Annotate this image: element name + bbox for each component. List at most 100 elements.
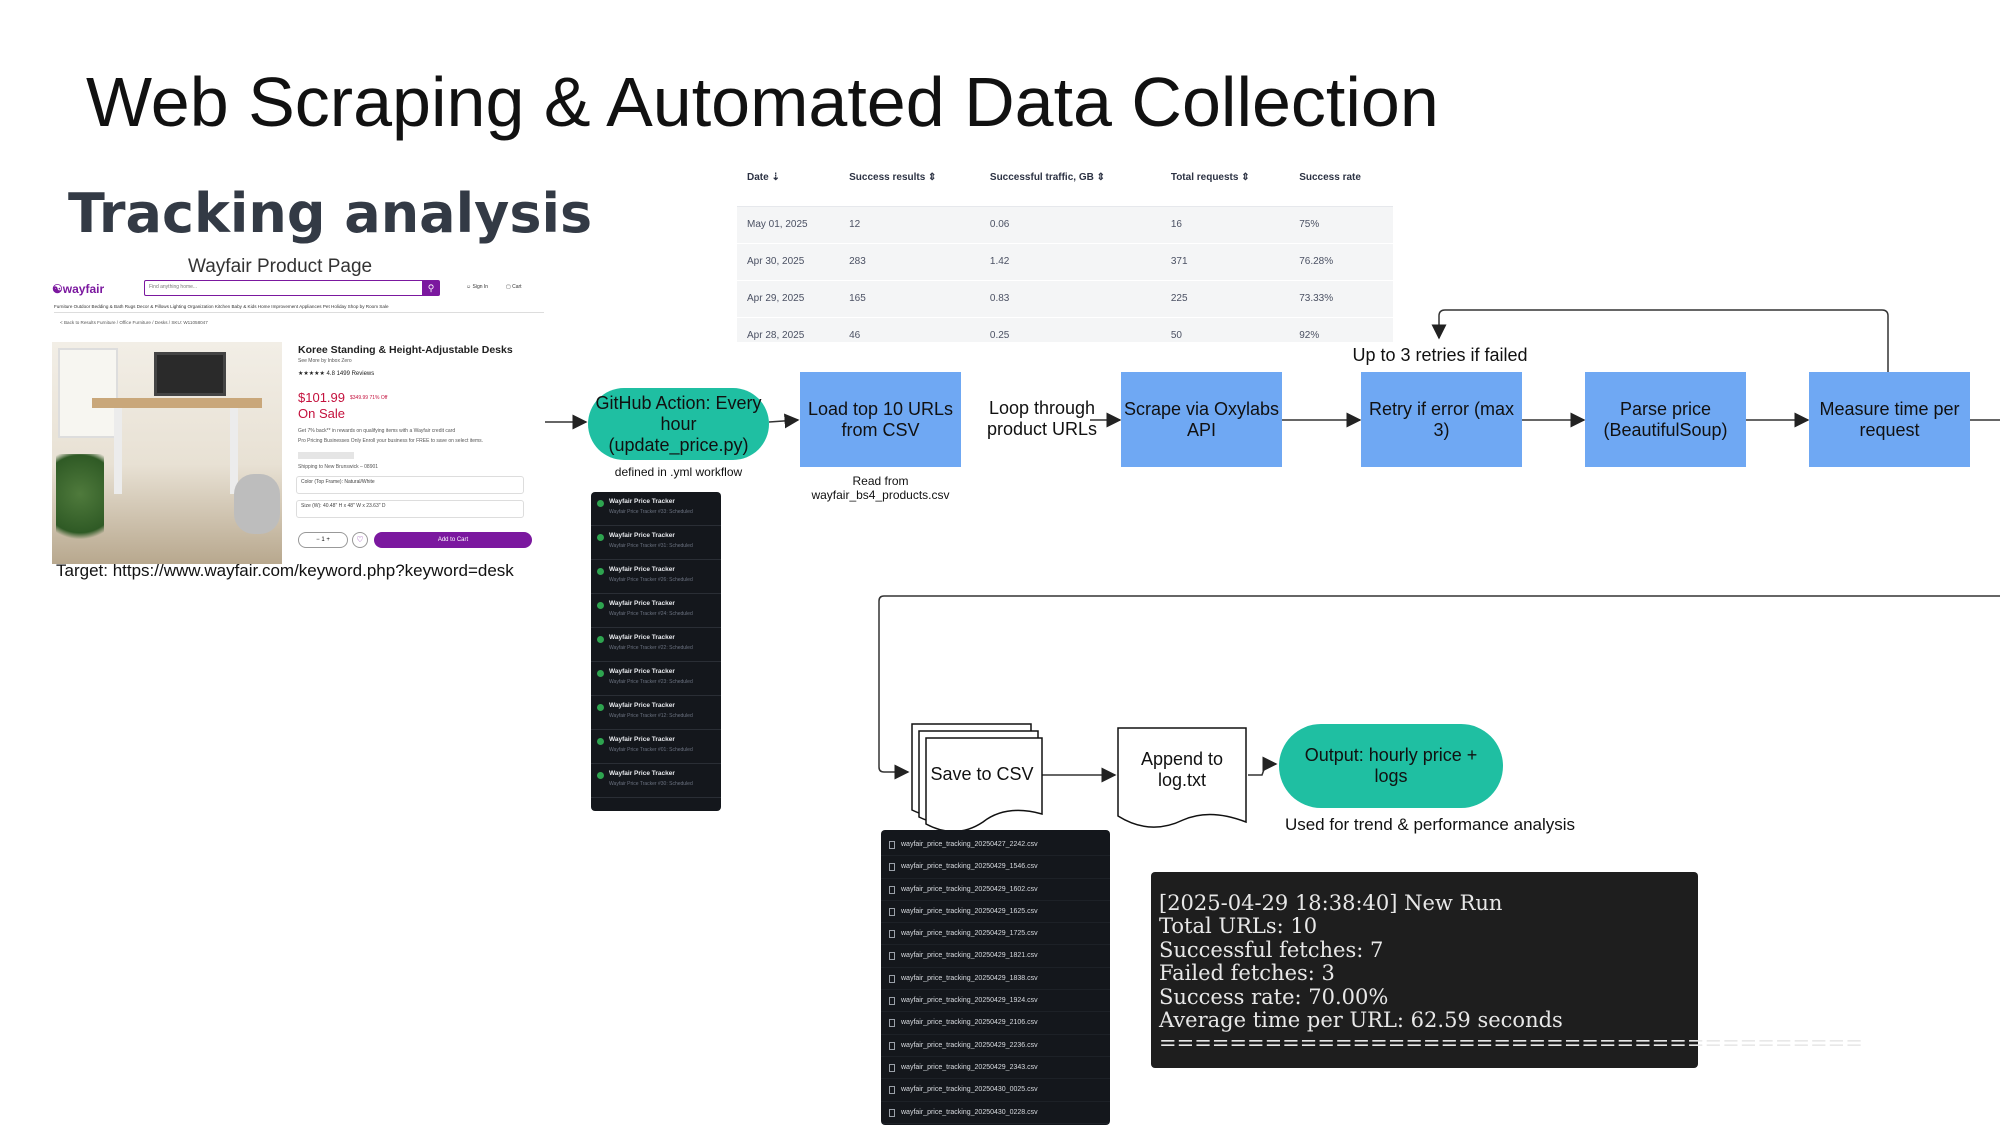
check-icon xyxy=(597,772,604,779)
old-price: $349.99 71% Off xyxy=(350,395,388,401)
wayfair-logo: ☯wayfair xyxy=(52,282,105,296)
check-icon xyxy=(597,636,604,643)
file-item[interactable]: wayfair_price_tracking_20250429_2236.csv xyxy=(881,1035,1110,1057)
rating[interactable]: ★★★★★ 4.8 1499 Reviews xyxy=(298,371,375,377)
column-header-total-requests[interactable]: Total requests ⇕ xyxy=(1160,150,1290,207)
file-name: wayfair_price_tracking_20250429_1821.csv xyxy=(901,952,1038,960)
table-cell: 165 xyxy=(839,280,980,318)
file-item[interactable]: wayfair_price_tracking_20250429_1602.csv xyxy=(881,879,1110,901)
github-action-note: defined in .yml workflow xyxy=(614,465,743,479)
photo-plant xyxy=(56,454,104,554)
photo-desk xyxy=(92,398,262,408)
quantity-stepper[interactable]: − 1 + xyxy=(298,532,348,548)
file-item[interactable]: wayfair_price_tracking_20250429_1546.csv xyxy=(881,856,1110,879)
file-item[interactable]: wayfair_price_tracking_20250430_0025.csv xyxy=(881,1079,1110,1102)
file-item[interactable]: wayfair_price_tracking_20250429_1625.csv xyxy=(881,901,1110,924)
file-icon xyxy=(889,907,895,916)
category-nav[interactable]: Furniture Outdoor Bedding & Bath Rugs De… xyxy=(54,304,544,313)
file-icon xyxy=(889,841,895,849)
table-cell: 1.42 xyxy=(979,243,1161,281)
add-to-cart-button[interactable]: Add to Cart xyxy=(374,532,532,548)
retry-node: Retry if error (max 3) xyxy=(1361,372,1522,467)
file-item[interactable]: wayfair_price_tracking_20250430_0228.csv xyxy=(881,1102,1110,1124)
run-title: Wayfair Price Tracker xyxy=(609,498,675,505)
file-name: wayfair_price_tracking_20250427_2242.csv xyxy=(901,841,1038,848)
table-cell: 0.83 xyxy=(979,280,1161,318)
heart-icon[interactable]: ♡ xyxy=(352,532,368,548)
file-name: wayfair_price_tracking_20250429_2236.csv xyxy=(901,1041,1038,1049)
table-cell: 76.28% xyxy=(1289,243,1393,281)
run-title: Wayfair Price Tracker xyxy=(609,600,675,607)
column-header-date[interactable]: Date ⇣ xyxy=(737,150,840,207)
run-subtitle: Wayfair Price Tracker #24: Scheduled xyxy=(609,611,693,617)
arrow-measure-to-save xyxy=(878,595,2000,780)
file-icon xyxy=(889,885,895,894)
table-row: Apr 29, 2025 165 0.83 225 73.33% xyxy=(737,280,1393,318)
table-cell: 50 xyxy=(1160,317,1290,355)
wayfair-product-screenshot: ☯wayfair Find anything home... ⚲ ☺ Sign … xyxy=(34,278,546,565)
color-option[interactable]: Color (Top Frame): Natural/White xyxy=(296,476,524,494)
file-icon xyxy=(889,1019,895,1028)
shipping-note[interactable]: Shipping to New Brunswick – 08901 xyxy=(298,464,379,470)
file-item[interactable]: wayfair_price_tracking_20250427_2242.csv xyxy=(881,834,1110,857)
file-icon xyxy=(889,863,895,872)
file-icon xyxy=(889,974,895,983)
table-cell: 0.06 xyxy=(979,206,1161,244)
column-header-traffic[interactable]: Successful traffic, GB ⇕ xyxy=(979,150,1161,207)
file-item[interactable]: wayfair_price_tracking_20250429_1838.csv xyxy=(881,968,1110,991)
file-icon xyxy=(889,1063,895,1072)
run-title: Wayfair Price Tracker xyxy=(609,736,675,743)
log-line: Average time per URL: 62.59 seconds xyxy=(1159,1008,1563,1033)
run-subtitle: Wayfair Price Tracker #22: Scheduled xyxy=(609,645,693,651)
file-icon xyxy=(889,1041,895,1050)
slide-title: Web Scraping & Automated Data Collection xyxy=(86,63,1439,141)
check-icon xyxy=(597,738,604,745)
cart-link[interactable]: ▢ Cart xyxy=(506,284,522,290)
price: $101.99 xyxy=(298,390,345,405)
file-item[interactable]: wayfair_price_tracking_20250429_1924.csv xyxy=(881,990,1110,1013)
brand-line[interactable]: See More by Inbox Zero xyxy=(298,358,352,364)
file-icon xyxy=(889,930,895,939)
photo-desk-leg xyxy=(230,408,238,494)
run-subtitle: Wayfair Price Tracker #33: Scheduled xyxy=(609,509,693,515)
file-item[interactable]: wayfair_price_tracking_20250429_2343.csv xyxy=(881,1057,1110,1080)
arrow-append-to-output xyxy=(1248,756,1278,776)
placeholder-bar xyxy=(298,452,354,459)
photo-desk-leg xyxy=(114,408,122,494)
file-name: wayfair_price_tracking_20250429_1602.csv xyxy=(901,885,1038,893)
column-header-success-results[interactable]: Success results ⇕ xyxy=(839,150,980,207)
table-cell: 75% xyxy=(1289,206,1393,244)
github-action-node: GitHub Action: Every hour (update_price.… xyxy=(588,388,769,460)
on-sale-label: On Sale xyxy=(298,406,345,421)
sign-in-link[interactable]: ☺ Sign In xyxy=(466,284,489,290)
size-option[interactable]: Size (W): 40.48" H x 48" W x 23.63" D xyxy=(296,500,524,518)
loop-edge-label: Loop through product URLs xyxy=(986,398,1098,439)
table-cell: 283 xyxy=(839,243,980,281)
file-item[interactable]: wayfair_price_tracking_20250429_1725.csv xyxy=(881,923,1110,946)
run-title: Wayfair Price Tracker xyxy=(609,770,675,777)
file-item[interactable]: wayfair_price_tracking_20250429_1821.csv xyxy=(881,945,1110,968)
file-name: wayfair_price_tracking_20250429_1924.csv xyxy=(901,997,1038,1005)
search-icon[interactable]: ⚲ xyxy=(422,280,440,296)
scrape-node: Scrape via Oxylabs API xyxy=(1121,372,1282,467)
retry-loop-arrow xyxy=(1431,309,1889,372)
check-icon xyxy=(597,602,604,609)
wayfair-caption: Wayfair Product Page xyxy=(188,256,373,277)
check-icon xyxy=(597,534,604,541)
column-header-success-rate: Success rate xyxy=(1289,150,1393,207)
file-icon xyxy=(889,997,895,1006)
file-item[interactable]: wayfair_price_tracking_20250429_2106.csv xyxy=(881,1012,1110,1035)
breadcrumb[interactable]: < Back to Results Furniture / Office Fur… xyxy=(60,320,208,325)
file-name: wayfair_price_tracking_20250429_2106.csv xyxy=(901,1019,1038,1027)
